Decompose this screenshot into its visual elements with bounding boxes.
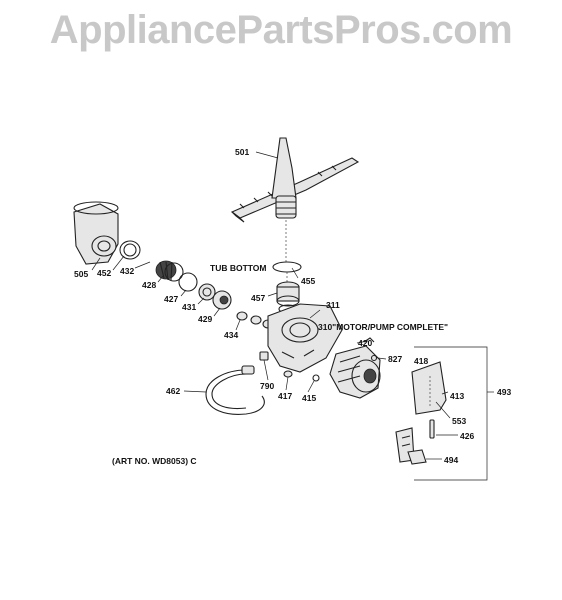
tub-bottom-label: TUB BOTTOM [210, 263, 267, 273]
part-431-seal[interactable] [198, 283, 216, 301]
part-420-827[interactable] [363, 337, 378, 362]
part-505-housing[interactable] [73, 201, 119, 265]
callout-827: 827 [388, 354, 402, 364]
callout-452: 452 [97, 268, 111, 278]
callout-415: 415 [302, 393, 316, 403]
callout-457: 457 [251, 293, 265, 303]
callout-434: 434 [224, 330, 238, 340]
callout-462: 462 [166, 386, 180, 396]
callout-432: 432 [120, 266, 134, 276]
callout-501: 501 [235, 147, 249, 157]
callout-426: 426 [460, 431, 474, 441]
callout-427: 427 [164, 294, 178, 304]
part-462-hose[interactable] [205, 365, 265, 415]
part-spray-arm[interactable] [230, 137, 360, 223]
part-790-417-415[interactable] [259, 351, 320, 382]
part-457-collar[interactable] [276, 281, 300, 314]
callout-493: 493 [497, 387, 511, 397]
callout-413: 413 [450, 391, 464, 401]
callout-417: 417 [278, 391, 292, 401]
callout-553: 553 [452, 416, 466, 426]
callout-429: 429 [198, 314, 212, 324]
callout-790: 790 [260, 381, 274, 391]
callout-505: 505 [74, 269, 88, 279]
art-number-note: (ART NO. WD8053) C [112, 456, 197, 466]
callout-431: 431 [182, 302, 196, 312]
callout-420: 420 [358, 338, 372, 348]
part-493-bracket-assembly[interactable] [395, 346, 494, 481]
part-455-ring[interactable] [272, 261, 302, 273]
part-429-impeller[interactable] [212, 290, 232, 310]
callout-311: 311 [326, 300, 340, 310]
part-motor[interactable] [329, 345, 381, 399]
callout-310: 310"MOTOR/PUMP COMPLETE" [318, 322, 448, 332]
part-428-chopper[interactable] [155, 260, 184, 282]
watermark-logo: AppliancePartsPros.com [49, 8, 513, 52]
callout-428: 428 [142, 280, 156, 290]
callout-455: 455 [301, 276, 315, 286]
part-432-clamp[interactable] [119, 240, 141, 260]
callout-418: 418 [414, 356, 428, 366]
part-427-ring[interactable] [178, 272, 198, 292]
part-311-pump-body[interactable] [267, 303, 343, 373]
callout-494: 494 [444, 455, 458, 465]
